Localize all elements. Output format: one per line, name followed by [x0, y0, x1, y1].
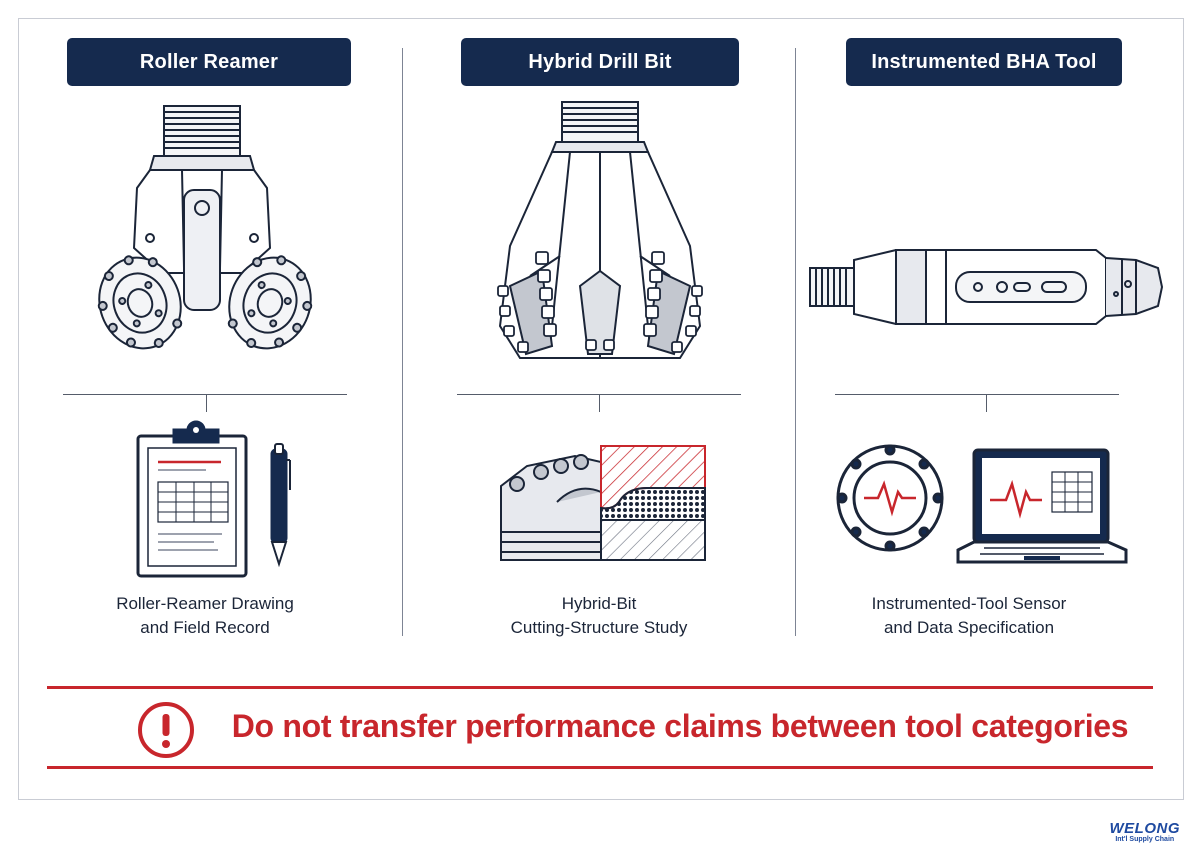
- hybrid-drill-bit-title: Hybrid Drill Bit: [461, 38, 739, 86]
- exclamation-circle-icon: [138, 702, 194, 758]
- hybrid-drill-bit-icon: [497, 101, 703, 359]
- hybrid-drill-bit-caption-line2: Cutting-Structure Study: [510, 618, 688, 637]
- hybrid-drill-bit-connector: [599, 394, 600, 412]
- clipboard-icon: [136, 420, 291, 578]
- welong-logo: WELONG Int'l Supply Chain: [1110, 820, 1181, 843]
- instrumented-bha-tool-caption: Instrumented-Tool Sensor and Data Specif…: [819, 592, 1119, 640]
- logo-name: WELONG: [1109, 820, 1180, 837]
- roller-reamer-title-text: Roller Reamer: [139, 50, 279, 73]
- warning-bottom-rule: [47, 766, 1153, 769]
- roller-reamer-connector: [206, 394, 207, 412]
- column-divider-1: [402, 48, 403, 636]
- hybrid-drill-bit-caption-line1: Hybrid-Bit: [561, 594, 637, 613]
- roller-reamer-caption-line2: and Field Record: [140, 618, 270, 637]
- instrumented-bha-tool-title: Instrumented BHA Tool: [846, 38, 1122, 86]
- roller-reamer-caption: Roller-Reamer Drawing and Field Record: [55, 592, 355, 640]
- logo-tagline: Int'l Supply Chain: [1115, 836, 1175, 843]
- instrumented-bha-tool-icon: [809, 249, 1164, 325]
- instrumented-bha-tool-connector: [986, 394, 987, 412]
- sensor-flange-icon: [836, 444, 944, 552]
- hybrid-drill-bit-title-text: Hybrid Drill Bit: [528, 50, 672, 73]
- instrumented-bha-tool-caption-line1: Instrumented-Tool Sensor: [871, 594, 1067, 613]
- roller-reamer-title: Roller Reamer: [67, 38, 351, 86]
- roller-reamer-icon: [97, 105, 313, 350]
- instrumented-bha-tool-caption-line2: and Data Specification: [883, 618, 1055, 637]
- instrumented-bha-tool-separator: [835, 394, 1119, 395]
- roller-reamer-caption-line1: Roller-Reamer Drawing: [116, 594, 294, 613]
- column-divider-2: [795, 48, 796, 636]
- instrumented-bha-tool-title-text: Instrumented BHA Tool: [871, 50, 1097, 73]
- cutting-structure-icon: [500, 445, 706, 561]
- warning-top-rule: [47, 686, 1153, 689]
- warning-message: Do not transfer performance claims betwe…: [231, 708, 1129, 744]
- roller-reamer-separator: [63, 394, 347, 395]
- hybrid-drill-bit-caption: Hybrid-Bit Cutting-Structure Study: [449, 592, 749, 640]
- laptop-icon: [956, 448, 1128, 564]
